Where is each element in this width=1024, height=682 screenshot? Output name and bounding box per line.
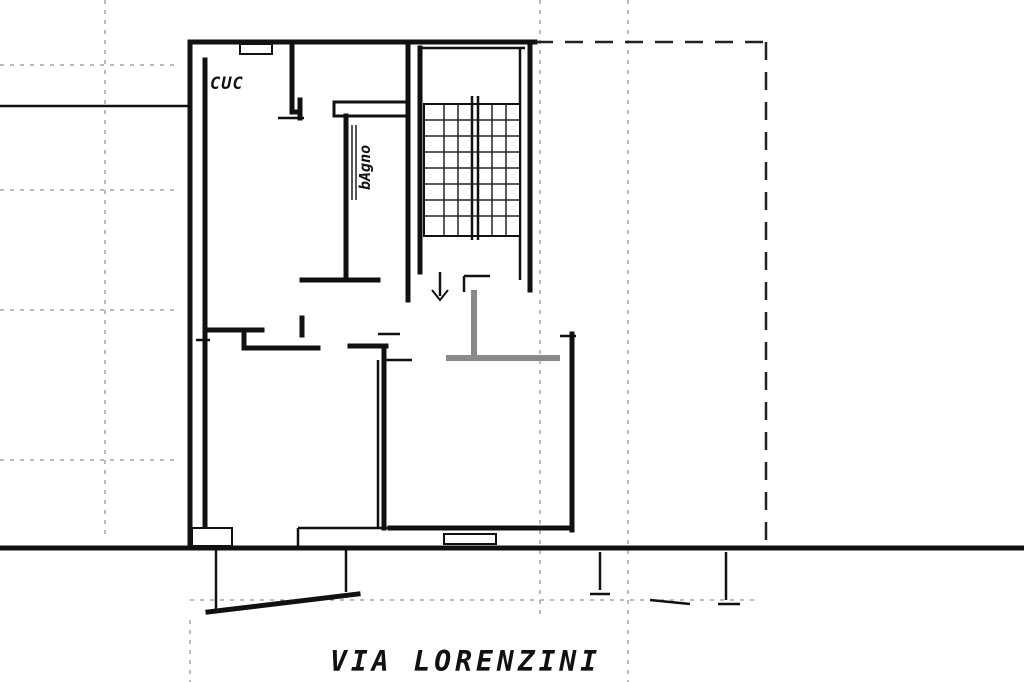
dashed-outline [535,40,768,548]
outer-walls [0,39,1024,551]
bay-markers [590,552,740,606]
storage-walls [299,39,411,303]
kitchen-walls [239,39,304,121]
balcony [205,550,361,615]
stairwell [417,39,533,302]
guide-lines [0,0,760,682]
storage-label: bAgno [356,144,374,190]
interior-walls [191,290,576,547]
street-name-label: VIA LORENZINI [330,645,602,678]
kitchen-label: CUC [210,74,244,94]
